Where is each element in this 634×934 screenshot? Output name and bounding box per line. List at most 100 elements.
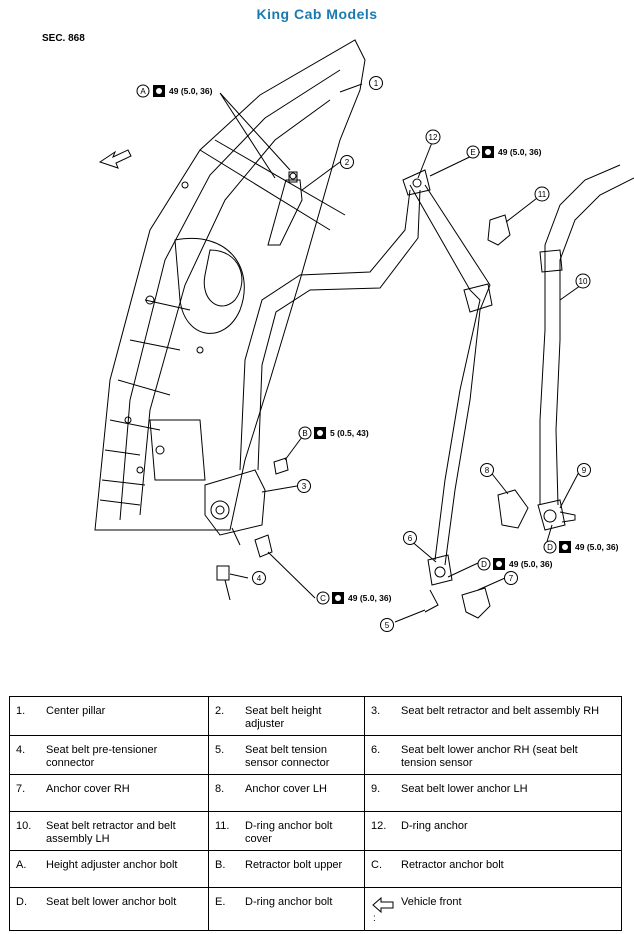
svg-text:49 (5.0, 36): 49 (5.0, 36)	[498, 147, 542, 157]
svg-text:49 (5.0, 36): 49 (5.0, 36)	[575, 542, 619, 552]
legend-key: 10.	[16, 820, 32, 832]
callout-e: E 49 (5.0, 36)	[466, 145, 542, 159]
svg-text:5: 5	[385, 621, 390, 630]
svg-text::: :	[373, 913, 376, 922]
legend-key: 4.	[16, 744, 26, 756]
legend-key: :	[371, 896, 401, 926]
parts-legend-table: 1.Center pillar 2. Seat belt height adjust…	[9, 696, 622, 931]
vehicle-front-arrow	[98, 149, 132, 169]
legend-key: 3.	[371, 705, 381, 717]
svg-text:A: A	[140, 87, 146, 96]
svg-text:49 (5.0, 36): 49 (5.0, 36)	[348, 593, 392, 603]
part-number-9: 9	[577, 463, 591, 477]
legend-key: 8.	[215, 783, 225, 795]
seat-belt-diagram: 1 2 3 4 5 6 7 8 9 10 11 12 A 49 (5.0, 36…	[94, 39, 634, 632]
legend-text: Retractor anchor bolt	[401, 859, 504, 871]
legend-text: D-ring anchor bolt	[245, 896, 333, 908]
legend-row: 10.Seat belt retractor and belt assembly…	[9, 811, 622, 851]
diagram-title: King Cab Models	[256, 6, 378, 22]
legend-cell: 4. Seat belt pre-tensioner connector	[9, 735, 209, 775]
retractor-anchor-bolt	[254, 534, 273, 558]
legend-key: 12.	[371, 820, 387, 832]
legend-text: Seat belt lower anchor bolt	[46, 896, 177, 908]
d-ring-anchor-bolt-cover	[487, 214, 511, 246]
vehicle-front-arrow-icon: :	[372, 896, 394, 924]
legend-text: Seat belt lower anchor LH	[401, 783, 528, 795]
height-adjuster	[267, 171, 303, 246]
svg-text:12: 12	[429, 133, 438, 142]
callout-d-rh: D 49 (5.0, 36)	[477, 557, 553, 571]
svg-text:11: 11	[538, 190, 547, 199]
svg-text:D: D	[547, 543, 553, 552]
svg-text:2: 2	[345, 158, 350, 167]
legend-cell: 5.Seat belt tension sensor connector	[208, 735, 365, 775]
legend-cell: 7. Anchor cover RH	[9, 774, 209, 812]
legend-cell: C. Retractor anchor bolt	[364, 850, 622, 888]
legend-cell: 9. Seat belt lower anchor LH	[364, 774, 622, 812]
legend-key: 5.	[215, 744, 225, 756]
legend-text: Anchor cover LH	[245, 783, 327, 795]
svg-text:8: 8	[485, 466, 490, 475]
legend-cell: E.D-ring anchor bolt	[208, 887, 365, 931]
retractor-rh	[204, 469, 266, 546]
lower-anchor-lh	[537, 499, 576, 531]
part-number-11: 11	[534, 186, 550, 202]
legend-cell: 2. Seat belt height adjuster	[208, 696, 365, 736]
part-number-4: 4	[252, 571, 266, 585]
legend-cell: 8. Anchor cover LH	[208, 774, 365, 812]
part-number-8: 8	[480, 463, 494, 477]
legend-row: D. Seat belt lower anchor bolt E.D-ring an…	[9, 887, 622, 931]
svg-text:B: B	[302, 429, 307, 438]
svg-text:49 (5.0, 36): 49 (5.0, 36)	[169, 86, 213, 96]
legend-cell: 1.Center pillar	[9, 696, 209, 736]
part-number-10: 10	[575, 273, 591, 289]
pre-tensioner-connector	[216, 565, 231, 601]
legend-text: Retractor bolt upper	[245, 859, 343, 871]
legend-text: D-ring anchor	[401, 820, 468, 832]
legend-text: D-ring anchor bolt cover	[245, 820, 333, 845]
legend-cell: 10.Seat belt retractor and belt assembly…	[9, 811, 209, 851]
center-pillar	[94, 39, 366, 531]
legend-cell: B. Retractor bolt upper	[208, 850, 365, 888]
legend-key: B.	[215, 859, 226, 871]
callout-b: B 5 (0.5, 43)	[298, 426, 369, 440]
callout-a: A 49 (5.0, 36)	[136, 84, 213, 98]
part-number-6: 6	[403, 531, 417, 545]
legend-key: 9.	[371, 783, 381, 795]
section-code: SEC. 868	[42, 33, 85, 44]
legend-cell: : Vehicle front	[364, 887, 622, 931]
belt-guide	[463, 283, 493, 313]
legend-text: Seat belt height adjuster	[245, 705, 322, 730]
legend-cell: 3. Seat belt retractor and belt assembly …	[364, 696, 622, 736]
legend-text: Vehicle front	[401, 896, 462, 908]
retractor-bolt-upper	[273, 457, 289, 475]
legend-key: 11.	[215, 820, 230, 832]
callout-d-lh: D 49 (5.0, 36)	[543, 540, 619, 554]
legend-key: A.	[16, 859, 27, 871]
anchor-cover-rh	[461, 587, 491, 619]
svg-text:4: 4	[257, 574, 262, 583]
svg-text:D: D	[481, 560, 487, 569]
legend-text: Center pillar	[46, 705, 106, 717]
legend-key: 2.	[215, 705, 225, 717]
svg-text:C: C	[320, 594, 326, 603]
svg-text:9: 9	[582, 466, 587, 475]
svg-text:10: 10	[579, 277, 588, 286]
legend-text: Seat belt retractor and belt assembly RH	[401, 705, 600, 717]
lower-anchor-rh	[424, 554, 453, 613]
part-number-3: 3	[297, 479, 311, 493]
legend-text: Seat belt lower anchor RH (seat belt ten…	[401, 744, 578, 769]
legend-text: Anchor cover RH	[46, 783, 130, 795]
legend-key: 7.	[16, 783, 26, 795]
anchor-cover-lh	[497, 489, 529, 529]
part-number-7: 7	[504, 571, 518, 585]
legend-key: D.	[16, 896, 27, 908]
svg-text:E: E	[470, 148, 475, 157]
legend-key: C.	[371, 859, 382, 871]
legend-text: Seat belt pre-tensioner connector	[46, 744, 158, 769]
callout-c: C 49 (5.0, 36)	[316, 591, 392, 605]
d-ring-anchor	[402, 169, 431, 196]
legend-key: 6.	[371, 744, 381, 756]
